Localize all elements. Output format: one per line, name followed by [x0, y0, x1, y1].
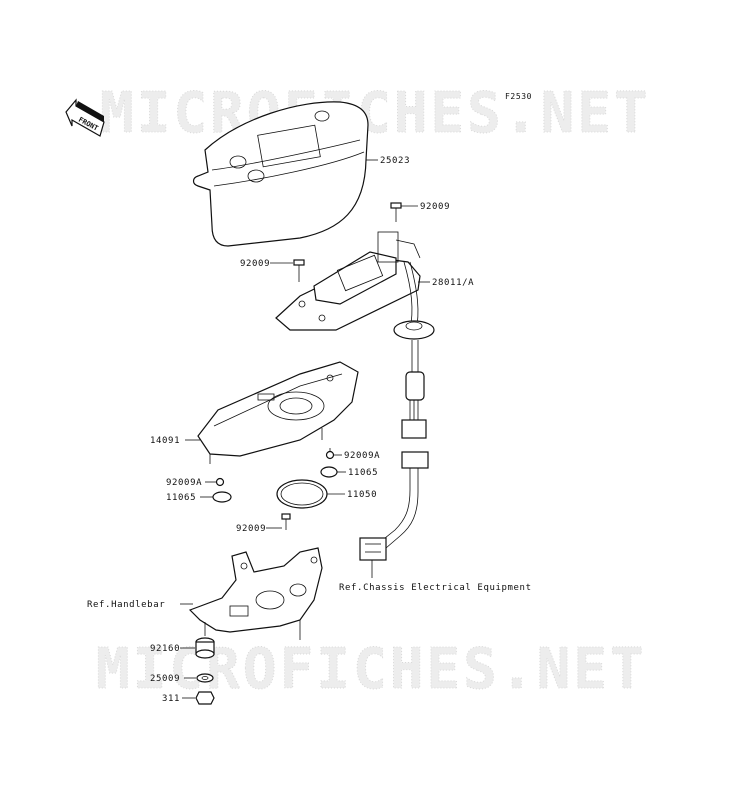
chassis-connector-part: [359, 451, 429, 561]
figure-code: F2530: [505, 92, 532, 101]
callout-ref-handlebar: Ref.Handlebar: [87, 600, 165, 610]
bolt-top-right-part: [390, 202, 402, 222]
callout-11065-left: 11065: [166, 493, 196, 503]
callout-92009a-right: 92009A: [344, 451, 380, 461]
callout-311: 311: [162, 694, 180, 704]
callout-11065-right: 11065: [348, 468, 378, 478]
damper-part: [195, 637, 215, 659]
callout-92009-left: 92009: [240, 259, 270, 269]
callout-14091: 14091: [150, 436, 180, 446]
callout-11050: 11050: [347, 490, 377, 500]
callout-ref-chassis: Ref.Chassis Electrical Equipment: [339, 583, 532, 593]
callout-92009a-left: 92009A: [166, 478, 202, 488]
watermark-top: MICROFICHES.NET: [100, 81, 651, 146]
bolt-a-right-part: [325, 448, 335, 460]
bolt-left-part: [293, 259, 305, 282]
callout-28011: 28011/A: [432, 278, 474, 288]
washer-part: [196, 673, 214, 683]
callout-92009-bottom: 92009: [236, 524, 266, 534]
meter-cover-part: [192, 101, 369, 247]
meter-assembly-part: [275, 231, 435, 439]
bolt-bottom-part: [281, 513, 291, 530]
nut-part: [195, 691, 215, 705]
callout-25009: 25009: [150, 674, 180, 684]
callout-25023: 25023: [380, 156, 410, 166]
callout-92009-top: 92009: [420, 202, 450, 212]
front-arrow-icon: FRONT: [65, 98, 105, 137]
grommet-left-part: [212, 491, 232, 503]
seal-ring-part: [276, 479, 328, 509]
watermark-bottom: MICROFICHES.NET: [96, 637, 647, 702]
meter-case-part: [197, 361, 359, 464]
callout-92160: 92160: [150, 644, 180, 654]
bolt-a-left-part: [215, 477, 225, 487]
meter-bracket-part: [188, 547, 323, 640]
grommet-right-part: [320, 466, 338, 478]
